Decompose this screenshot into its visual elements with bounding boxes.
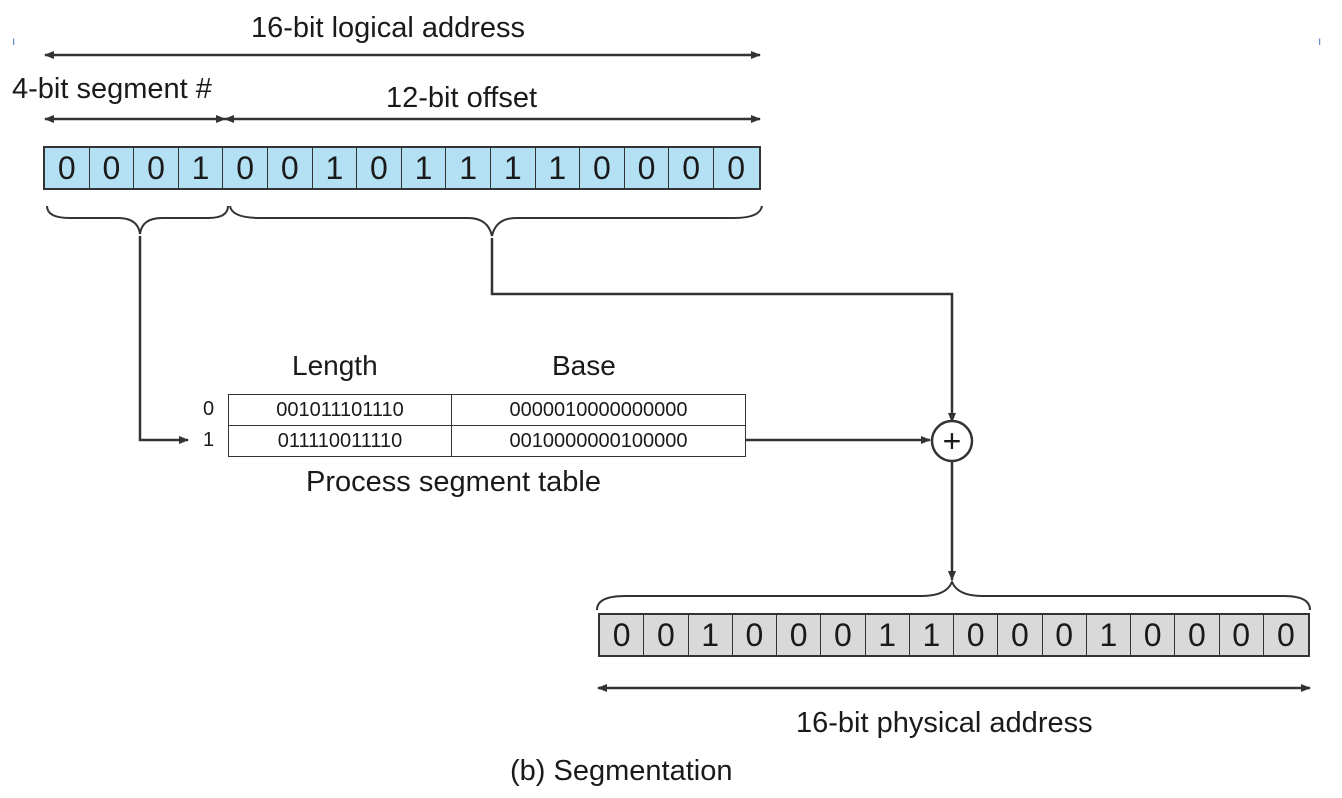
logical-bit-9: 1 — [446, 148, 491, 188]
physical-bit-1: 0 — [644, 615, 689, 655]
corner-mark-left: ı — [12, 34, 16, 48]
physical-bit-7: 1 — [910, 615, 954, 655]
length-header: Length — [292, 350, 378, 381]
logical-bit-7: 0 — [357, 148, 402, 188]
physical-bit-9: 0 — [998, 615, 1043, 655]
logical-bit-8: 1 — [402, 148, 447, 188]
segment-table-caption: Process segment table — [306, 466, 601, 498]
logical-bit-12: 0 — [580, 148, 625, 188]
segment-to-table-line — [138, 236, 189, 444]
segment-brace — [46, 205, 229, 235]
physical-bit-11: 1 — [1087, 615, 1131, 655]
logical-bit-1: 0 — [90, 148, 135, 188]
offset-to-adder-line — [490, 238, 956, 423]
logical-bit-10: 1 — [491, 148, 536, 188]
logical-bit-13: 0 — [625, 148, 670, 188]
offset-label: 12-bit offset — [386, 82, 538, 114]
physical-address-label: 16-bit physical address — [796, 707, 1093, 739]
logical-bit-11: 1 — [536, 148, 581, 188]
adder-plus-symbol: + — [942, 423, 962, 459]
physical-bit-2: 1 — [689, 615, 733, 655]
logical-address-label: 16-bit logical address — [251, 12, 526, 44]
physical-bit-13: 0 — [1175, 615, 1220, 655]
logical-bit-14: 0 — [669, 148, 714, 188]
physical-bit-10: 0 — [1043, 615, 1087, 655]
logical-bit-3: 1 — [179, 148, 224, 188]
logical-bit-6: 1 — [313, 148, 358, 188]
physical-bit-14: 0 — [1220, 615, 1264, 655]
row-index-0: 0 — [203, 398, 215, 420]
segment-length-1: 011110011110 — [228, 425, 452, 457]
base-header: Base — [552, 350, 616, 381]
logical-bit-5: 0 — [268, 148, 313, 188]
figure-caption: (b) Segmentation — [510, 755, 733, 787]
physical-bit-8: 0 — [954, 615, 999, 655]
logical-bit-15: 0 — [727, 149, 746, 186]
physical-brace — [596, 579, 1311, 611]
physical-bit-0: 0 — [600, 615, 645, 655]
logical-bit-2: 0 — [134, 148, 179, 188]
row-index-1: 1 — [203, 429, 215, 451]
segment-table-row-0: 001011101110 0000010000000000 — [228, 394, 746, 426]
physical-bit-5: 0 — [821, 615, 866, 655]
segment-base-1: 0010000000100000 — [451, 425, 746, 457]
physical-bit-6: 1 — [866, 615, 910, 655]
offset-brace — [229, 205, 763, 237]
process-segment-table: 001011101110 0000010000000000 0111100111… — [228, 394, 746, 457]
segment-length-0: 001011101110 — [228, 394, 452, 426]
corner-mark-right: ı — [1318, 34, 1322, 48]
physical-bit-12: 0 — [1131, 615, 1176, 655]
physical-bit-4: 0 — [777, 615, 822, 655]
physical-bit-15: 0 — [1276, 616, 1295, 653]
segment-base-0: 0000010000000000 — [451, 394, 746, 426]
logical-bit-4: 0 — [223, 148, 268, 188]
segment-table-row-1: 011110011110 0010000000100000 — [228, 425, 746, 457]
logical-bit-0: 0 — [45, 148, 90, 188]
physical-bit-3: 0 — [733, 615, 777, 655]
segment-number-label: 4-bit segment # — [12, 73, 212, 105]
